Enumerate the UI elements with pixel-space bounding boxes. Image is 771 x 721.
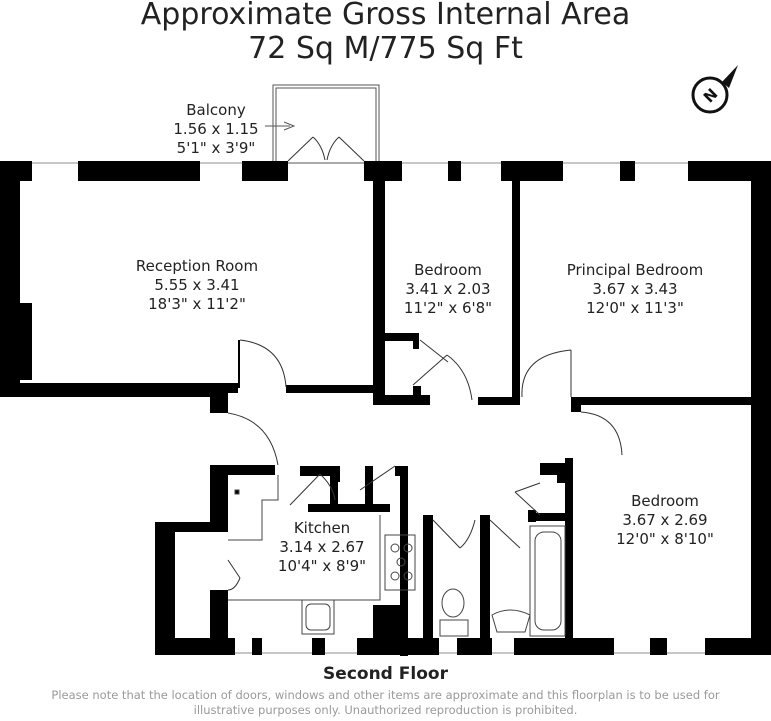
window-panes [32,162,705,654]
svg-text:18'3" x 11'2": 18'3" x 11'2" [148,295,246,313]
svg-text:Reception Room: Reception Room [136,257,258,275]
disclaimer: Please note that the location of doors, … [51,688,720,717]
svg-text:12'0" x 8'10": 12'0" x 8'10" [616,530,714,548]
bedroom-label: Bedroom 3.41 x 2.03 11'2" x 6'8" [404,261,492,317]
svg-text:Kitchen: Kitchen [294,519,350,537]
svg-text:1.56 x 1.15: 1.56 x 1.15 [173,120,258,138]
floor-label: Second Floor [323,664,448,684]
svg-text:10'4" x 8'9": 10'4" x 8'9" [278,557,366,575]
svg-text:3.41 x 2.03: 3.41 x 2.03 [405,280,490,298]
basin-icon [491,609,531,633]
bath-icon [529,525,566,637]
sink-icon [301,599,335,635]
toilet-icon [441,588,465,618]
hob-icon [384,534,416,591]
svg-text:5.55 x 3.41: 5.55 x 3.41 [154,276,239,294]
principal-bedroom-label: Principal Bedroom 3.67 x 3.43 12'0" x 11… [567,261,704,317]
reception-room-label: Reception Room 5.55 x 3.41 18'3" x 11'2" [136,257,258,313]
svg-text:Balcony: Balcony [186,101,246,119]
svg-text:3.67 x 3.43: 3.67 x 3.43 [592,280,677,298]
fixtures [228,475,566,637]
svg-text:Bedroom: Bedroom [631,492,699,510]
svg-text:5'1" x 3'9": 5'1" x 3'9" [177,139,256,157]
north-compass-icon: N [691,65,738,114]
doors [227,136,623,591]
bedroom-3-label: Bedroom 3.67 x 2.69 12'0" x 8'10" [616,492,714,548]
svg-text:3.67 x 2.69: 3.67 x 2.69 [622,511,707,529]
kitchen-label: Kitchen 3.14 x 2.67 10'4" x 8'9" [278,519,366,575]
svg-text:Bedroom: Bedroom [414,261,482,279]
svg-text:Principal Bedroom: Principal Bedroom [567,261,704,279]
svg-text:12'0" x 11'3": 12'0" x 11'3" [586,299,684,317]
compass-letter: N [700,85,722,107]
area-title: Approximate Gross Internal Area [140,0,631,32]
area-size: 72 Sq M/775 Sq Ft [248,31,523,66]
walls [0,161,771,656]
balcony-label: Balcony 1.56 x 1.15 5'1" x 3'9" [173,101,258,157]
svg-text:11'2" x 6'8": 11'2" x 6'8" [404,299,492,317]
svg-text:3.14 x 2.67: 3.14 x 2.67 [279,538,364,556]
